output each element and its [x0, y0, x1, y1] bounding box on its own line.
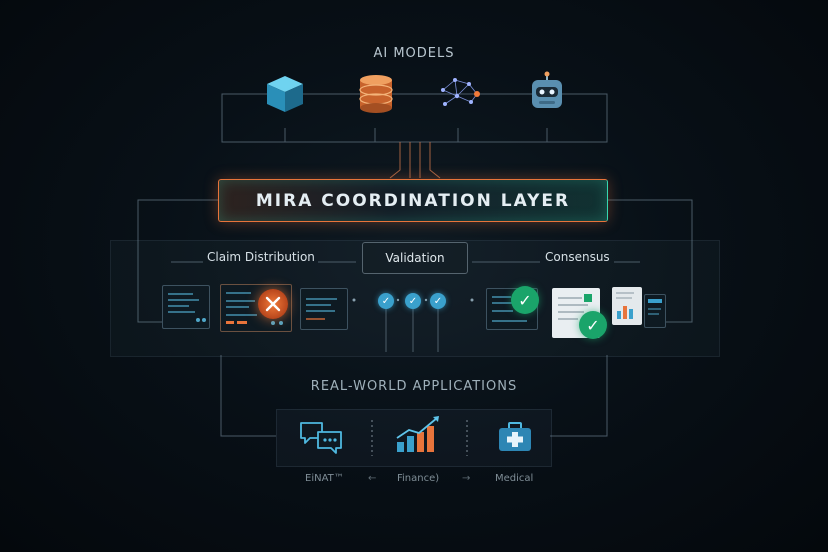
chat-icon	[300, 422, 342, 454]
claim-document	[162, 285, 210, 329]
robot-icon	[532, 71, 562, 108]
verified-check-icon: ✓	[579, 311, 607, 339]
app-label-finance: Finance)	[397, 473, 440, 484]
reject-x-icon	[258, 289, 288, 319]
app-label-medical: Medical	[495, 473, 534, 484]
neural-network-icon	[441, 78, 480, 106]
database-icon	[359, 75, 393, 113]
cube-icon	[267, 76, 303, 112]
bar-chart-icon	[396, 416, 439, 452]
validation-check-icon: ✓	[405, 293, 421, 309]
report-chart-icon	[612, 287, 642, 325]
claim-document	[300, 288, 348, 330]
validation-check-icon: ✓	[378, 293, 394, 309]
stage-validation: Validation	[362, 242, 468, 274]
consensus-check-icon: ✓	[511, 286, 539, 314]
stage-claim-distribution: Claim Distribution	[207, 250, 315, 264]
app-separator: →	[462, 473, 471, 484]
app-separator: ←	[368, 473, 377, 484]
validation-check-icon: ✓	[430, 293, 446, 309]
medical-kit-icon	[499, 422, 531, 451]
stage-consensus: Consensus	[545, 250, 610, 264]
app-label-chat: EiNAT™	[305, 473, 344, 484]
coordination-layer-banner: MIRA COORDINATION LAYER	[218, 179, 608, 222]
consensus-document	[644, 294, 666, 328]
ai-models-heading: AI MODELS	[373, 46, 455, 61]
applications-heading: REAL-WORLD APPLICATIONS	[310, 379, 518, 394]
